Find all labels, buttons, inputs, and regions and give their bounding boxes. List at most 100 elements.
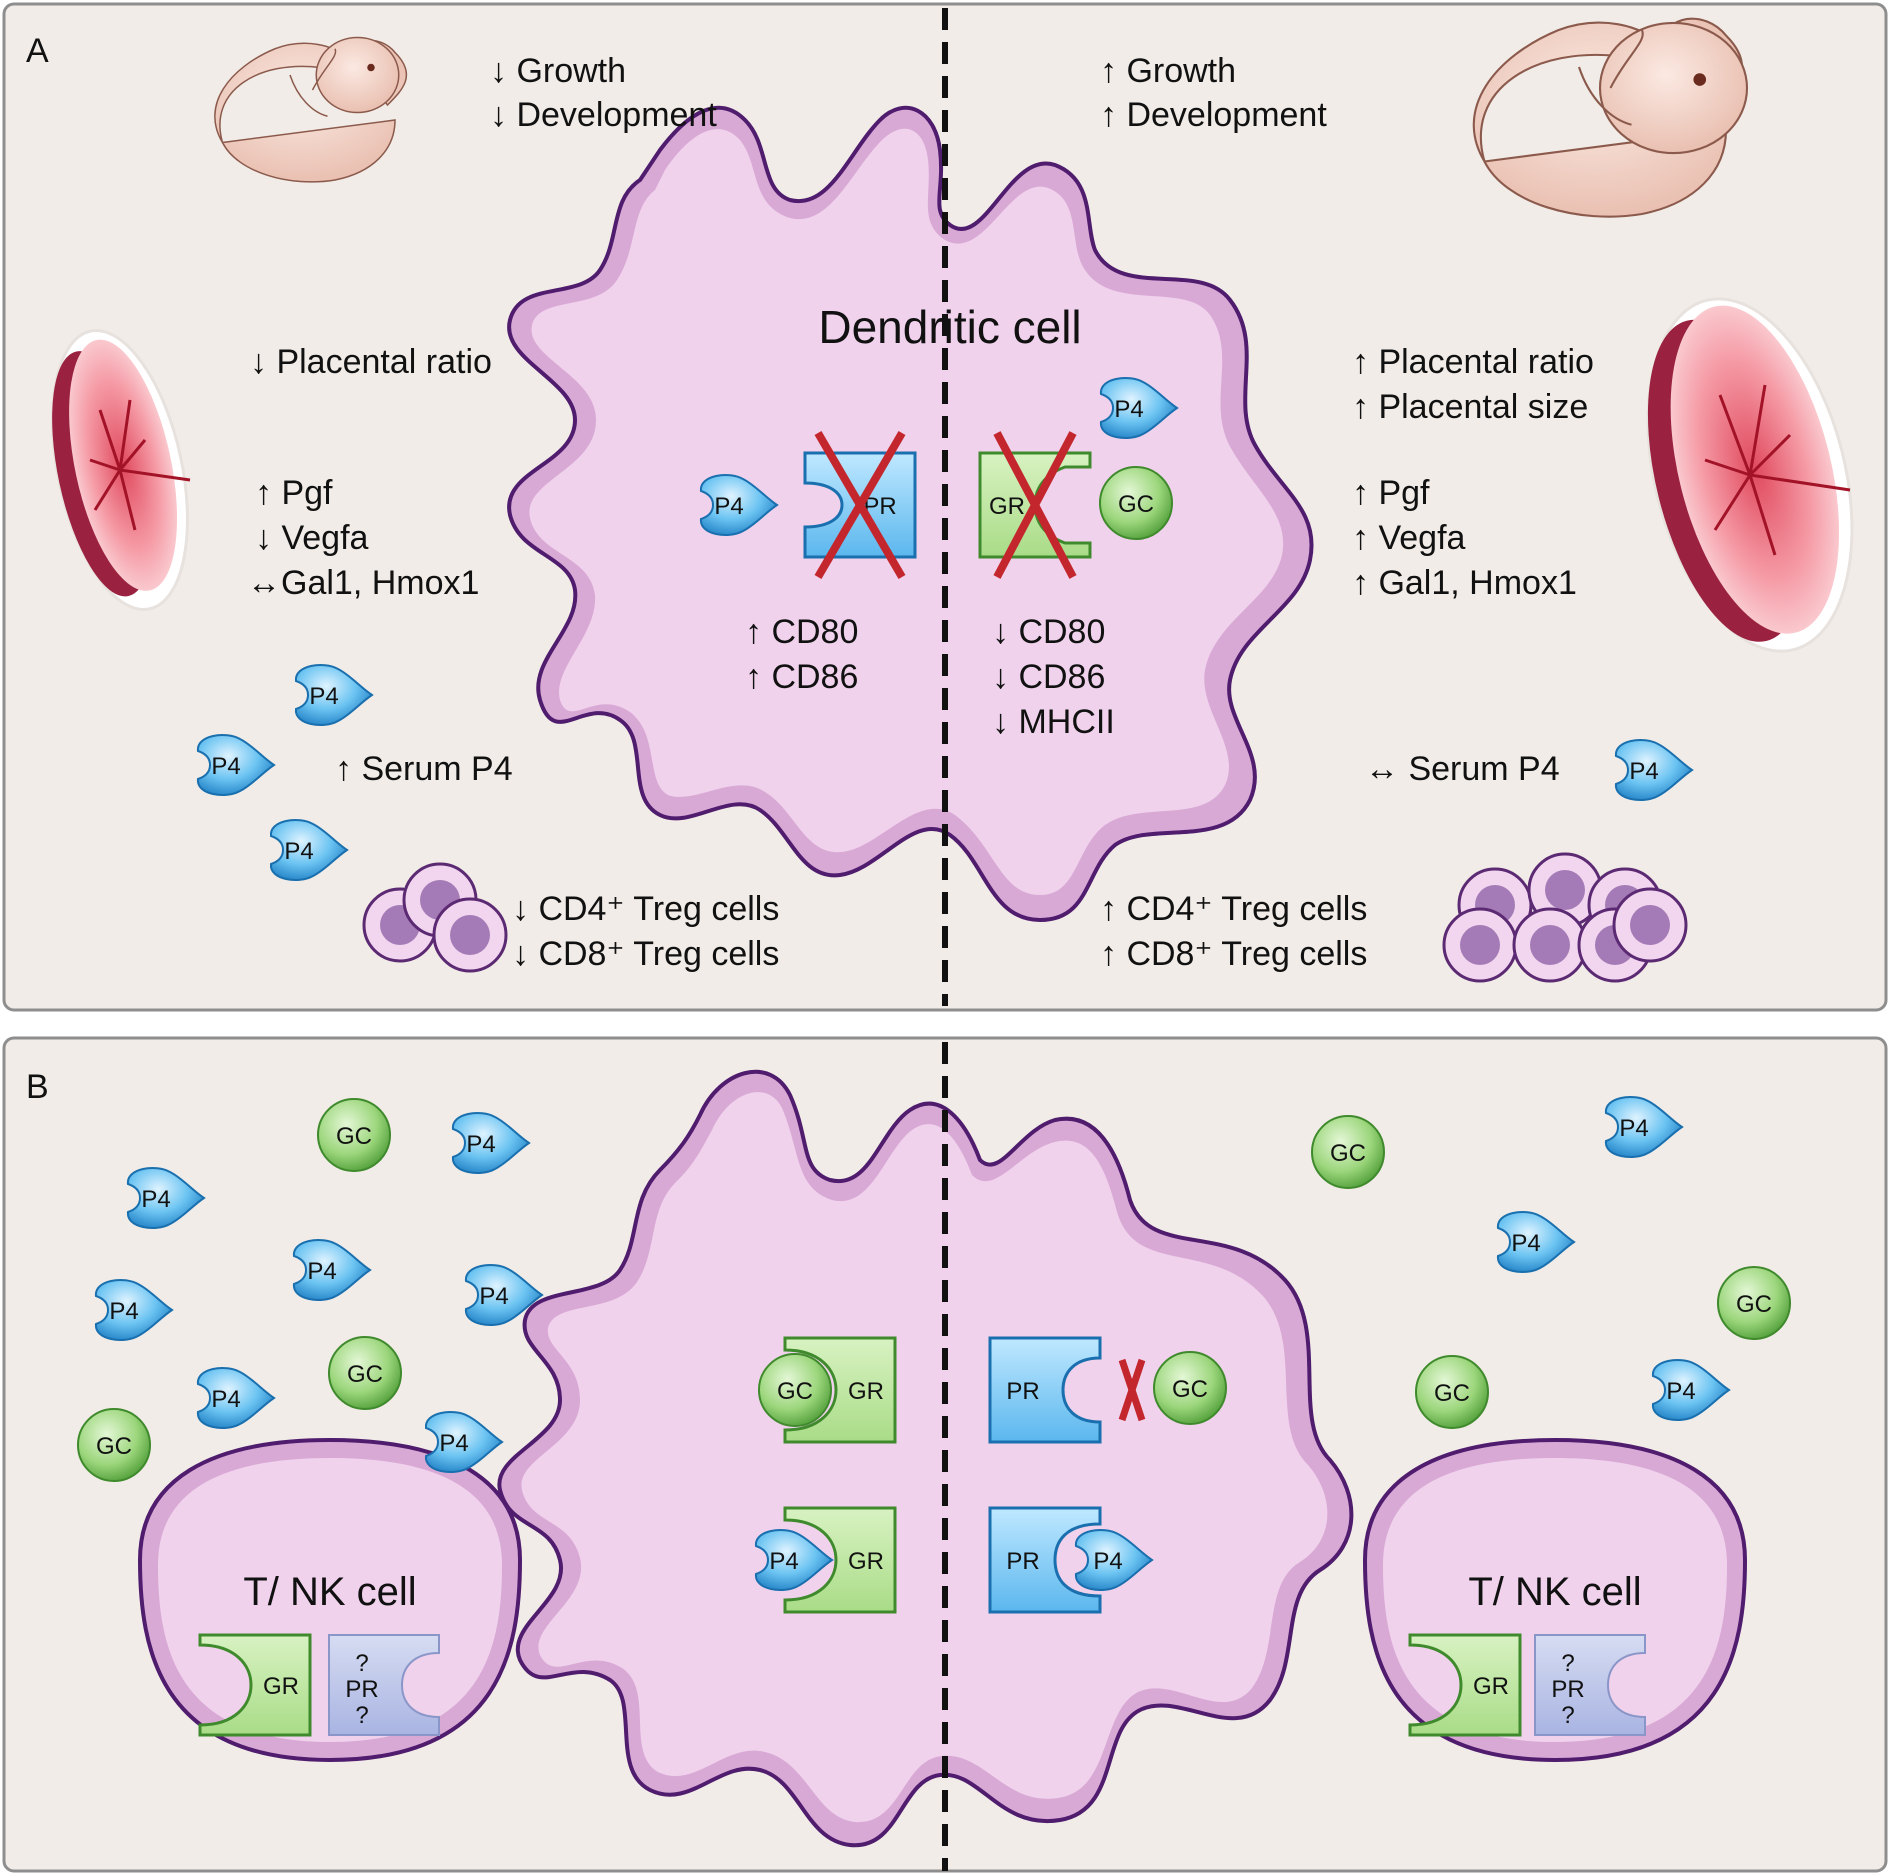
p4-hormone-icon: P4 bbox=[94, 1279, 173, 1341]
svg-text:P4: P4 bbox=[211, 753, 240, 780]
panel-a: A Dendritic cell bbox=[2, 2, 1888, 1012]
gr-receptor-p4-bound: GR bbox=[783, 1506, 897, 1614]
cell-right-cd86-text: ↓ CD86 bbox=[992, 658, 1105, 696]
gr-label-a: GR bbox=[989, 493, 1025, 520]
gc-hormone-icon: GC bbox=[328, 1336, 402, 1410]
pr-receptor-knockout: PR bbox=[803, 430, 917, 580]
left-development-text: ↓ Development bbox=[490, 96, 717, 134]
p4-hormone-icon: P4 bbox=[292, 1239, 371, 1301]
svg-text:GC: GC bbox=[336, 1123, 372, 1150]
svg-text:P4: P4 bbox=[1093, 1548, 1122, 1575]
gc-hormone-icon: GC bbox=[1311, 1115, 1385, 1189]
cell-left-cd80-text: ↑ CD80 bbox=[745, 613, 858, 651]
svg-text:P4: P4 bbox=[309, 683, 338, 710]
t-nk-cell-label: T/ NK cell bbox=[1468, 1570, 1641, 1614]
svg-text:GC: GC bbox=[777, 1378, 813, 1405]
svg-text:PR: PR bbox=[1551, 1676, 1584, 1703]
svg-text:P4: P4 bbox=[769, 1548, 798, 1575]
gr-receptor-gc-bound: GR bbox=[783, 1336, 897, 1444]
svg-text:P4: P4 bbox=[714, 493, 743, 520]
svg-text:GC: GC bbox=[96, 1433, 132, 1460]
left-growth-text: ↓ Growth bbox=[490, 52, 626, 90]
block-x-icon bbox=[1118, 1358, 1146, 1422]
t-nk-cell-left: T/ NK cell GR ? PR ? bbox=[137, 1437, 523, 1763]
p4-hormone-icon: P4 bbox=[424, 1411, 503, 1473]
gc-hormone-icon: GC bbox=[317, 1098, 391, 1172]
left-serum-p4-text: ↑ Serum P4 bbox=[335, 750, 513, 788]
gr-receptor-knockout: GR bbox=[978, 431, 1092, 579]
p4-hormone-icon: P4 bbox=[1496, 1211, 1575, 1273]
svg-text:GC: GC bbox=[1330, 1140, 1366, 1167]
dendritic-cell-label: Dendritic cell bbox=[818, 301, 1081, 353]
fetus-large-icon bbox=[1472, 17, 1749, 218]
fetus-small-icon bbox=[214, 36, 408, 183]
panel-b-letter: B bbox=[26, 1068, 49, 1106]
pr-receptor-gc-blocked: PR bbox=[988, 1336, 1102, 1444]
svg-text:?: ? bbox=[355, 1650, 368, 1677]
p4-hormone-icon: P4 bbox=[126, 1167, 205, 1229]
right-gal1-text: ↑ Gal1, Hmox1 bbox=[1352, 564, 1577, 602]
placenta-large-icon bbox=[1646, 297, 1854, 653]
right-development-text: ↑ Development bbox=[1100, 96, 1327, 134]
svg-text:P4: P4 bbox=[1511, 1230, 1540, 1257]
svg-text:P4: P4 bbox=[466, 1131, 495, 1158]
p4-hormone-icon: P4 bbox=[1099, 377, 1178, 439]
svg-text:P4: P4 bbox=[141, 1186, 170, 1213]
svg-text:GR: GR bbox=[848, 1378, 884, 1405]
dendritic-cell-inner-b bbox=[521, 1092, 1328, 1823]
gc-hormone-icon: GC bbox=[77, 1408, 151, 1482]
p4-hormone-icon: P4 bbox=[699, 474, 778, 536]
cell-left-cd86-text: ↑ CD86 bbox=[745, 658, 858, 696]
gc-hormone-icon: GC bbox=[1717, 1266, 1791, 1340]
svg-text:GR: GR bbox=[263, 1673, 299, 1700]
svg-text:PR: PR bbox=[1006, 1548, 1039, 1575]
panel-b: B GR GC GR P4 PR GC PR P4 bbox=[2, 1036, 1888, 1873]
right-placental-ratio-text: ↑ Placental ratio bbox=[1352, 343, 1594, 381]
p4-hormone-icon: P4 bbox=[1651, 1359, 1730, 1421]
gc-hormone-icon: GC bbox=[1153, 1351, 1227, 1425]
svg-text:PR: PR bbox=[1006, 1378, 1039, 1405]
p4-hormone-icon: P4 bbox=[1614, 739, 1693, 801]
right-cd8-treg-text: ↑ CD8⁺ Treg cells bbox=[1100, 935, 1367, 973]
right-placental-size-text: ↑ Placental size bbox=[1352, 388, 1588, 426]
right-growth-text: ↑ Growth bbox=[1100, 52, 1236, 90]
left-vegfa-text: ↓ Vegfa bbox=[255, 519, 369, 557]
svg-text:GC: GC bbox=[1736, 1291, 1772, 1318]
svg-text:?: ? bbox=[1561, 1650, 1574, 1677]
svg-text:P4: P4 bbox=[109, 1298, 138, 1325]
t-nk-cell-right: T/ NK cell GR ? PR ? bbox=[1362, 1437, 1748, 1763]
left-placental-ratio-text: ↓ Placental ratio bbox=[250, 343, 492, 381]
svg-text:GC: GC bbox=[1172, 1376, 1208, 1403]
p4-hormone-icon: P4 bbox=[196, 1367, 275, 1429]
p4-hormone-icon: P4 bbox=[294, 664, 373, 726]
p4-hormone-icon: P4 bbox=[1604, 1096, 1683, 1158]
cell-right-mhcii-text: ↓ MHCII bbox=[992, 703, 1115, 741]
svg-text:PR: PR bbox=[345, 1676, 378, 1703]
left-pgf-text: ↑ Pgf bbox=[255, 474, 333, 512]
right-serum-p4-text: ↔ Serum P4 bbox=[1365, 750, 1560, 788]
left-cd4-treg-text: ↓ CD4⁺ Treg cells bbox=[512, 890, 779, 928]
p4-hormone-icon: P4 bbox=[451, 1112, 530, 1174]
gc-hormone-icon: GC bbox=[1415, 1355, 1489, 1429]
svg-text:P4: P4 bbox=[439, 1430, 468, 1457]
t-nk-cell-label: T/ NK cell bbox=[243, 1570, 416, 1614]
svg-text:?: ? bbox=[1561, 1702, 1574, 1729]
svg-text:P4: P4 bbox=[1114, 396, 1143, 423]
p4-hormone-icon: P4 bbox=[269, 819, 348, 881]
svg-text:P4: P4 bbox=[1666, 1378, 1695, 1405]
svg-text:GR: GR bbox=[1473, 1673, 1509, 1700]
cell-right-cd80-text: ↓ CD80 bbox=[992, 613, 1105, 651]
p4-hormone-icon: P4 bbox=[464, 1264, 543, 1326]
left-cd8-treg-text: ↓ CD8⁺ Treg cells bbox=[512, 935, 779, 973]
svg-text:P4: P4 bbox=[284, 838, 313, 865]
placenta-small-icon bbox=[51, 329, 191, 611]
left-gal1-text: ↔Gal1, Hmox1 bbox=[247, 564, 479, 602]
gc-hormone-icon: GC bbox=[758, 1353, 832, 1427]
svg-text:P4: P4 bbox=[479, 1283, 508, 1310]
right-vegfa-text: ↑ Vegfa bbox=[1352, 519, 1466, 557]
p4-hormone-icon: P4 bbox=[196, 734, 275, 796]
svg-text:GC: GC bbox=[1118, 491, 1154, 518]
svg-text:?: ? bbox=[355, 1702, 368, 1729]
svg-text:P4: P4 bbox=[1619, 1115, 1648, 1142]
